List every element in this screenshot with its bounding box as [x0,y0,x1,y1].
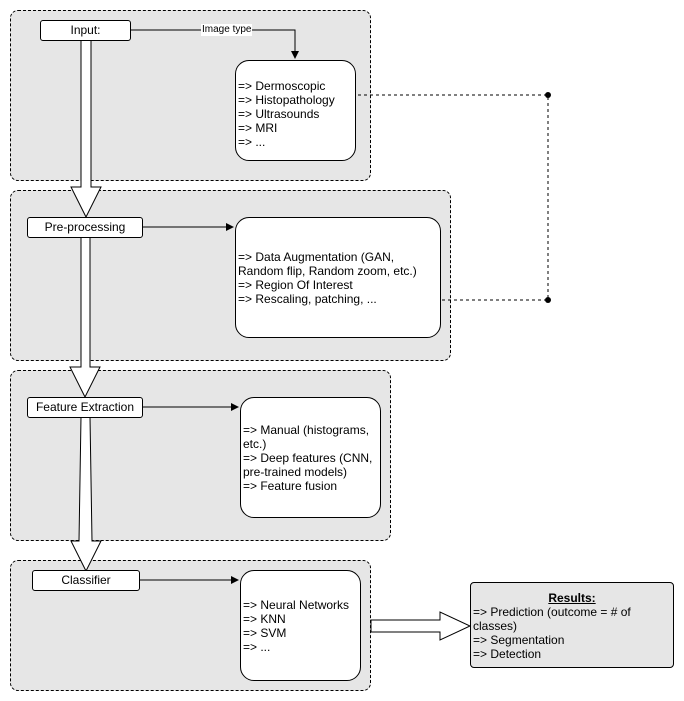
results-item: => Segmentation [473,633,565,647]
flow-arrow-input-to-preprocessing [70,39,102,219]
flow-arrow-feature-extraction-to-classifier [70,416,102,573]
input-to-types-connector [130,29,299,59]
results-item: => Prediction (outcome = # of [473,605,631,619]
classifier-details-box: => Neural Networks => KNN => SVM => ... [240,570,361,681]
results-box: Results: => Prediction (outcome = # of c… [470,582,674,668]
image-type-item: => MRI [238,120,278,135]
results-item: classes) [473,619,518,633]
results-item: => Detection [473,647,542,661]
image-type-item: => ... [238,134,266,149]
preprocessing-item: => Data Augmentation (GAN, [238,249,395,264]
preprocessing-details-box: => Data Augmentation (GAN, Random flip, … [235,217,441,338]
link-dot-top [545,92,551,98]
feature-extraction-item: => Feature fusion [243,478,338,493]
feature-extraction-stage-box: Feature Extraction [27,397,143,418]
classifier-stage-box: Classifier [32,570,140,591]
feature-extraction-item: => Manual (histograms, [243,422,370,437]
preprocessing-stage-box: Pre-processing [27,217,143,238]
results-title: Results: [548,591,596,605]
link-dot-bottom [545,297,551,303]
image-type-item: => Histopathology [238,92,335,107]
image-types-box: => Dermoscopic => Histopathology => Ultr… [235,60,356,161]
image-type-item: => Ultrasounds [238,106,320,121]
histopathology-rescaling-dashed-link [340,94,549,301]
preprocessing-item: => Region Of Interest [238,277,353,292]
image-type-item: => Dermoscopic [238,78,326,93]
preprocessing-item: Random flip, Random zoom, etc.) [238,263,417,278]
flow-arrow-preprocessing-to-feature-extraction [69,236,101,399]
feature-extraction-details-box: => Manual (histograms, etc.) => Deep fea… [240,397,381,518]
classifier-item: => KNN [243,611,286,626]
feature-extraction-item: pre-trained models) [243,464,348,479]
feature-extraction-item: etc.) [243,436,267,451]
classifier-item: => SVM [243,625,287,640]
feature-extraction-item: => Deep features (CNN, [243,450,373,465]
input-stage-box: Input: [40,20,131,41]
classifier-item: => ... [243,639,271,654]
flow-arrow-classifier-to-results [370,611,472,641]
image-type-edge-label: Image type [201,24,253,36]
classifier-item: => Neural Networks [243,597,350,612]
preprocessing-item: => Rescaling, patching, ... [238,291,377,306]
